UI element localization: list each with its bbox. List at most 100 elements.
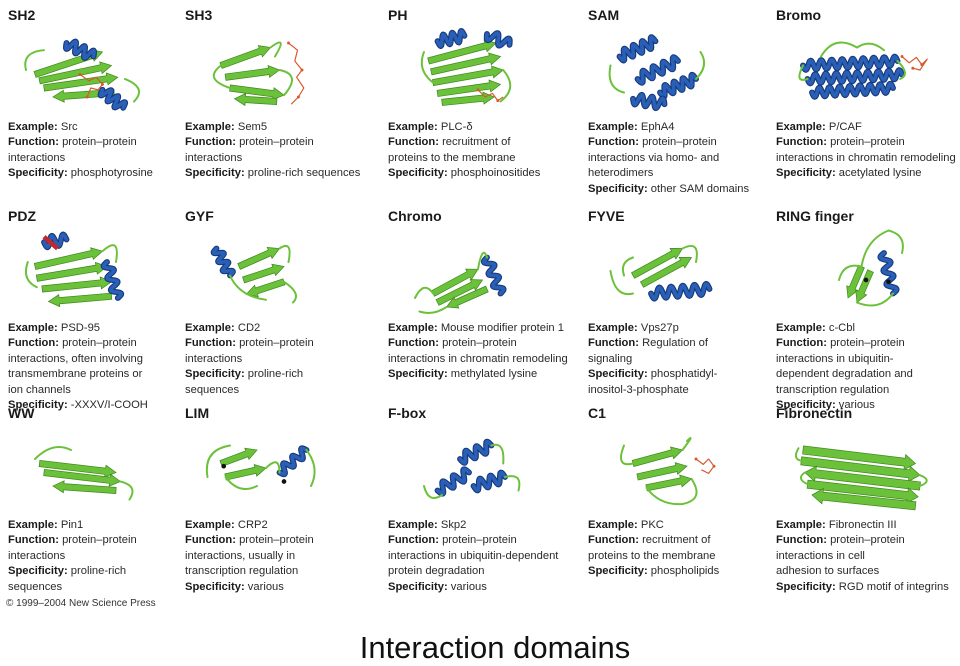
domain-name: C1: [588, 405, 606, 421]
example-line-label: Example:: [8, 121, 58, 133]
example-line: Example: PLC-δ: [388, 120, 540, 135]
bound-ligand: [695, 458, 715, 474]
bound-ligand: [477, 89, 504, 102]
example-line: Example: Pin1: [8, 518, 137, 533]
beta-strand-arrow: [645, 474, 693, 492]
function-line: transmembrane proteins or: [8, 367, 148, 382]
specificity-line-value: inositol-3-phosphate: [588, 383, 689, 396]
alpha-helix-highlight: [631, 93, 667, 110]
specificity-line: Specificity: proline-rich: [185, 367, 314, 382]
function-line-value: interactions, usually in: [185, 549, 296, 562]
example-line-label: Example:: [588, 121, 638, 133]
function-line-label: Function:: [588, 136, 639, 149]
specificity-line: Specificity: proline-rich: [8, 564, 137, 579]
domain-name: PDZ: [8, 208, 36, 224]
specificity-line: Specificity: phospholipids: [588, 564, 719, 579]
function-line-value: signaling: [588, 352, 633, 365]
function-line-value: protein–protein: [239, 337, 314, 350]
function-line: interactions: [185, 352, 314, 367]
function-line-label: Function:: [185, 136, 236, 149]
function-line: Function: protein–protein: [776, 135, 956, 150]
function-line-label: Function:: [388, 136, 439, 149]
domain-name: PH: [388, 7, 408, 23]
alpha-helix-highlight: [484, 31, 512, 48]
coil-loop: [794, 447, 928, 487]
domain-structure-sh3-icon: [212, 41, 305, 107]
domain-name: SAM: [588, 7, 620, 23]
example-line-value: Skp2: [440, 519, 467, 531]
beta-strand-arrow: [806, 479, 919, 504]
function-line-value: adhesion to surfaces: [776, 565, 880, 578]
domain-structure-ring-icon: [838, 229, 904, 307]
function-line-value: interactions via homo- and: [588, 151, 720, 164]
ligand-atom: [78, 73, 82, 76]
function-line-label: Function:: [185, 534, 236, 547]
domain-name: WW: [8, 405, 35, 421]
function-line: proteins to the membrane: [388, 151, 540, 166]
beta-strand-arrow: [630, 248, 684, 279]
function-line: interactions in cell: [776, 549, 949, 564]
example-line-value: c-Cbl: [828, 322, 855, 334]
function-line-value: protein–protein: [62, 337, 137, 350]
specificity-line-value: various: [838, 399, 875, 412]
beta-strand-arrow: [33, 247, 104, 270]
function-line-value: protein–protein: [830, 534, 905, 547]
function-line: Function: Regulation of: [588, 336, 717, 351]
function-line-label: Function:: [8, 337, 59, 350]
function-line: Function: protein–protein: [776, 533, 949, 548]
function-line-value: heterodimers: [588, 167, 654, 180]
beta-strand-arrow: [233, 92, 278, 107]
beta-strand-arrow: [47, 292, 113, 308]
specificity-line-label: Specificity:: [776, 580, 836, 593]
beta-strand-arrow: [242, 263, 285, 284]
function-line: interactions in ubiquitin-dependent: [388, 549, 558, 564]
alpha-helix-highlight: [42, 232, 69, 250]
specificity-line-value: proline-rich: [247, 368, 304, 381]
alpha-helix-highlight: [211, 246, 235, 278]
domain-structure-pdz-icon: [25, 231, 125, 308]
function-line-label: Function:: [8, 136, 59, 149]
function-line-value: protein–protein: [642, 136, 717, 149]
example-line-value: CD2: [237, 322, 261, 334]
ligand-atom: [920, 63, 924, 67]
function-line: proteins to the membrane: [588, 549, 719, 564]
function-line-value: protein–protein: [442, 534, 517, 547]
alpha-helix-highlight: [617, 35, 658, 63]
specificity-line-value: RGD motif of integrins: [838, 580, 949, 593]
example-line-value: CRP2: [237, 519, 268, 531]
function-line: Function: protein–protein: [8, 533, 137, 548]
specificity-line: Specificity: proline-rich sequences: [185, 166, 360, 181]
function-line-value: protein–protein: [830, 337, 905, 350]
beta-strand-arrow: [432, 65, 504, 87]
beta-strand-arrow: [52, 480, 117, 495]
function-line: Function: protein–protein: [776, 336, 913, 351]
specificity-line-value: acetylated lysine: [838, 167, 922, 180]
function-line: interactions: [8, 549, 137, 564]
copyright-notice: © 1999–2004 New Science Press: [6, 598, 156, 609]
coil-loop: [34, 446, 134, 501]
ligand-atom: [300, 68, 304, 72]
alpha-helix-highlight: [277, 446, 309, 477]
function-line: Function: protein–protein: [388, 533, 558, 548]
domain-name: F-box: [388, 405, 427, 421]
specificity-line-label: Specificity:: [388, 580, 448, 593]
function-line-value: interactions, often involving: [8, 352, 143, 365]
example-line: Example: Src: [8, 120, 153, 135]
example-line: Example: CRP2: [185, 518, 314, 533]
function-line: Function: protein–protein: [185, 533, 314, 548]
specificity-line-value: methylated lysine: [450, 368, 538, 381]
example-line-value: PLC-δ: [440, 121, 473, 133]
example-line: Example: Vps27p: [588, 321, 717, 336]
alpha-helix-highlight: [878, 251, 899, 296]
alpha-helix-highlight: [435, 467, 471, 496]
example-line-label: Example:: [8, 322, 58, 334]
function-line-value: interactions: [185, 352, 243, 365]
domain-structure-fn-icon: [794, 445, 928, 511]
function-line: transcription regulation: [776, 383, 913, 398]
metal-ion: [221, 463, 227, 469]
specificity-line-label: Specificity:: [588, 565, 648, 578]
function-line-value: protein–protein: [442, 337, 517, 350]
